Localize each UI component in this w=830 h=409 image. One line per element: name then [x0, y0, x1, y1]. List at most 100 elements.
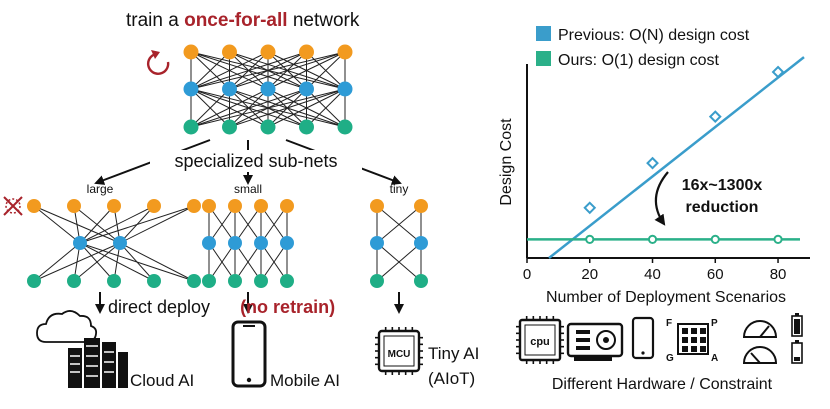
network-edge	[208, 242, 236, 282]
subnet-small	[202, 199, 294, 288]
legend: Previous: O(N) design cost Ours: O(1) de…	[536, 26, 750, 69]
direct-deploy-label: direct deploy(no retrain)	[108, 297, 335, 317]
mcu-chip-icon: MCU	[375, 327, 423, 375]
tiny-ai-label: Tiny AI	[428, 344, 479, 363]
network-node	[27, 199, 41, 213]
network-node	[147, 199, 161, 213]
specialized-label-bg	[150, 150, 362, 172]
mcu-chip-label: MCU	[388, 349, 411, 360]
network-node	[107, 199, 121, 213]
phone-icon	[631, 316, 655, 360]
network-node	[228, 199, 242, 213]
network-node	[228, 236, 242, 250]
right-panel: Previous: O(N) design cost Ours: O(1) de…	[498, 26, 810, 393]
fpga-label-p: P	[711, 318, 718, 329]
network-node	[337, 119, 353, 135]
network-node	[107, 274, 121, 288]
annotation-line1: 16x~1300x	[682, 177, 763, 194]
data-point-previous	[646, 156, 659, 170]
network-node	[299, 119, 314, 135]
network-node	[187, 199, 201, 213]
cpu-icon: cpu	[516, 316, 564, 364]
network-node	[260, 119, 276, 135]
network-node	[370, 199, 384, 213]
hardware-caption: Different Hardware / Constraint	[552, 376, 773, 393]
legend-label-ours: Ours: O(1) design cost	[558, 52, 720, 69]
subnet-tiny	[370, 199, 428, 288]
reduction-arrow	[654, 171, 669, 226]
fpga-label-f: F	[666, 318, 672, 329]
legend-label-previous: Previous: O(N) design cost	[558, 27, 750, 44]
network-node	[414, 236, 428, 250]
network-edge	[33, 242, 121, 282]
left-panel: train a once-for-all network specialized…	[3, 10, 479, 390]
legend-swatch-ours	[536, 51, 551, 66]
network-edge	[267, 88, 346, 128]
subnet-tiny-label: tiny	[390, 182, 409, 196]
cpu-icon-label: cpu	[530, 336, 550, 348]
subnet-large-label: large	[87, 182, 114, 196]
latency-gauge-icon	[742, 320, 778, 364]
network-edge	[376, 242, 422, 282]
network-node	[67, 274, 81, 288]
x-axis-label: Number of Deployment Scenarios	[546, 289, 786, 306]
data-point-ours	[647, 234, 658, 244]
subnet-large	[27, 199, 201, 288]
network-node	[73, 236, 87, 250]
network-edge	[119, 242, 195, 282]
network-node	[222, 119, 237, 135]
network-node	[337, 44, 353, 60]
network-node	[299, 44, 314, 60]
network-node	[280, 274, 294, 288]
network-node	[27, 274, 41, 288]
fpga-label-a: A	[711, 353, 718, 364]
network-node	[202, 199, 216, 213]
x-tick-label: 80	[770, 266, 787, 283]
training-loop-icon	[146, 50, 170, 75]
network-edge	[190, 88, 307, 128]
data-point-ours	[773, 234, 783, 244]
network-node	[254, 199, 268, 213]
network-edge	[190, 51, 269, 90]
legend-swatch-previous	[536, 26, 551, 41]
fpga-label-g: G	[666, 353, 674, 364]
network-node	[370, 274, 384, 288]
network-node	[202, 236, 216, 250]
network-node	[147, 274, 161, 288]
network-edge	[73, 242, 121, 282]
network-edge	[267, 51, 346, 90]
network-node	[280, 199, 294, 213]
subnet-small-label: small	[234, 182, 262, 196]
network-node	[299, 81, 314, 97]
network-edge	[190, 88, 230, 128]
network-edge	[190, 51, 307, 90]
network-edge	[306, 51, 346, 90]
network-edge	[190, 51, 230, 90]
network-edge	[33, 242, 81, 282]
network-edge	[260, 242, 288, 282]
x-tick-label: 0	[523, 266, 531, 283]
network-edge	[33, 205, 81, 244]
data-point-previous	[583, 201, 597, 215]
annotation-line2: reduction	[686, 199, 759, 216]
network-edge	[306, 88, 346, 128]
network-edge	[79, 205, 195, 244]
network-edge	[229, 51, 346, 90]
cloud-ai-label: Cloud AI	[130, 371, 194, 390]
network-node	[370, 236, 384, 250]
x-tick-label: 40	[644, 266, 661, 283]
data-point-previous	[771, 65, 785, 79]
network-edge	[190, 88, 346, 128]
network-node	[183, 119, 199, 135]
network-edge	[229, 88, 346, 128]
series-line-previous	[548, 56, 805, 259]
fpga-icon: F P G A	[666, 318, 718, 364]
data-point-previous	[708, 110, 722, 124]
network-edge	[119, 242, 155, 282]
network-node	[280, 236, 294, 250]
network-node	[260, 44, 276, 60]
pruned-node-icon	[3, 196, 23, 216]
battery-icon	[791, 313, 803, 364]
network-node	[113, 236, 127, 250]
network-node	[254, 274, 268, 288]
